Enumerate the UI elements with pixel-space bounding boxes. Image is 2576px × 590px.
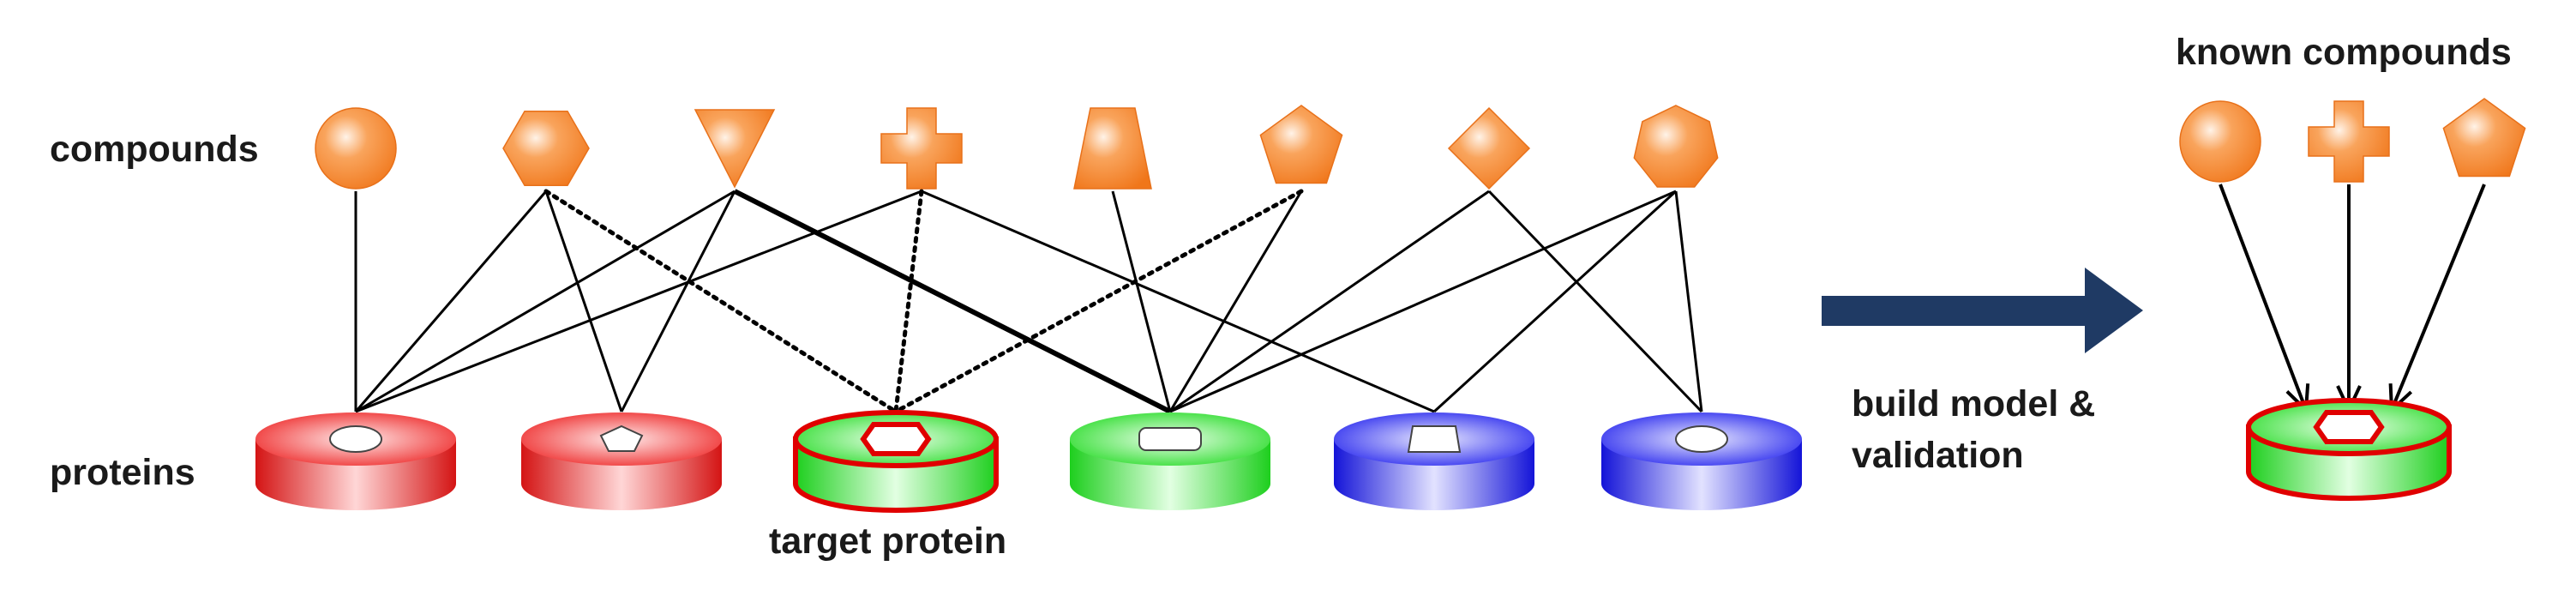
protein-blue bbox=[1601, 412, 1802, 510]
compound-pentagon-icon bbox=[1259, 105, 1343, 184]
interaction-edge-solid bbox=[620, 190, 736, 412]
interaction-edge-solid bbox=[1432, 190, 1678, 413]
target-protein-label: target protein bbox=[769, 521, 1006, 562]
interaction-edge-dotted bbox=[893, 189, 924, 414]
compound-diamond-icon bbox=[1447, 106, 1531, 190]
compound-hexagon-icon bbox=[502, 110, 590, 187]
compound-row bbox=[315, 105, 1719, 190]
protein-green bbox=[1070, 412, 1270, 510]
binding-arrow bbox=[2219, 184, 2306, 410]
known-compounds-panel bbox=[2179, 98, 2526, 501]
known-compound-pentagon-icon bbox=[2442, 98, 2526, 178]
interaction-edges bbox=[354, 189, 1703, 414]
validation-label: validation bbox=[1852, 435, 2024, 476]
known-compound-cross-icon bbox=[2308, 100, 2390, 183]
interaction-edge-bold bbox=[733, 189, 1172, 414]
known-compounds-label: known compounds bbox=[2176, 32, 2512, 73]
compound-cross-icon bbox=[880, 107, 963, 190]
build-model-label: build model & bbox=[1852, 383, 2095, 424]
interaction-edge-solid bbox=[354, 190, 548, 412]
interaction-edge-solid bbox=[355, 190, 922, 413]
protein-blue bbox=[1334, 412, 1534, 510]
interaction-edge-dotted bbox=[893, 189, 1304, 414]
compound-heptagon-icon bbox=[1633, 105, 1719, 188]
interaction-edge-solid bbox=[544, 190, 623, 412]
interaction-edge-dotted bbox=[543, 189, 898, 414]
proteins-label: proteins bbox=[50, 452, 195, 493]
interaction-edge-solid bbox=[921, 190, 1435, 413]
interaction-edge-solid bbox=[1169, 190, 1490, 413]
compound-circle-icon bbox=[315, 107, 397, 190]
protein-red bbox=[255, 412, 456, 510]
interaction-edge-solid bbox=[1169, 190, 1677, 413]
interaction-edge-solid bbox=[1487, 190, 1703, 413]
known-target-protein bbox=[2246, 398, 2452, 501]
process-arrow-icon bbox=[1822, 268, 2143, 353]
known-compound-circle-icon bbox=[2179, 100, 2261, 183]
compound-triangle-down-icon bbox=[694, 109, 776, 189]
interaction-edge-solid bbox=[1111, 190, 1172, 412]
compound-trapezoid-icon bbox=[1073, 107, 1152, 190]
protein-green-target bbox=[793, 410, 999, 513]
interaction-edge-solid bbox=[355, 190, 736, 413]
protein-row bbox=[255, 410, 1802, 513]
interaction-edge-solid bbox=[1674, 190, 1703, 412]
protein-red bbox=[521, 412, 722, 510]
binding-arrow bbox=[2392, 184, 2486, 410]
interaction-edge-solid bbox=[1168, 190, 1303, 412]
compounds-label: compounds bbox=[50, 129, 259, 170]
